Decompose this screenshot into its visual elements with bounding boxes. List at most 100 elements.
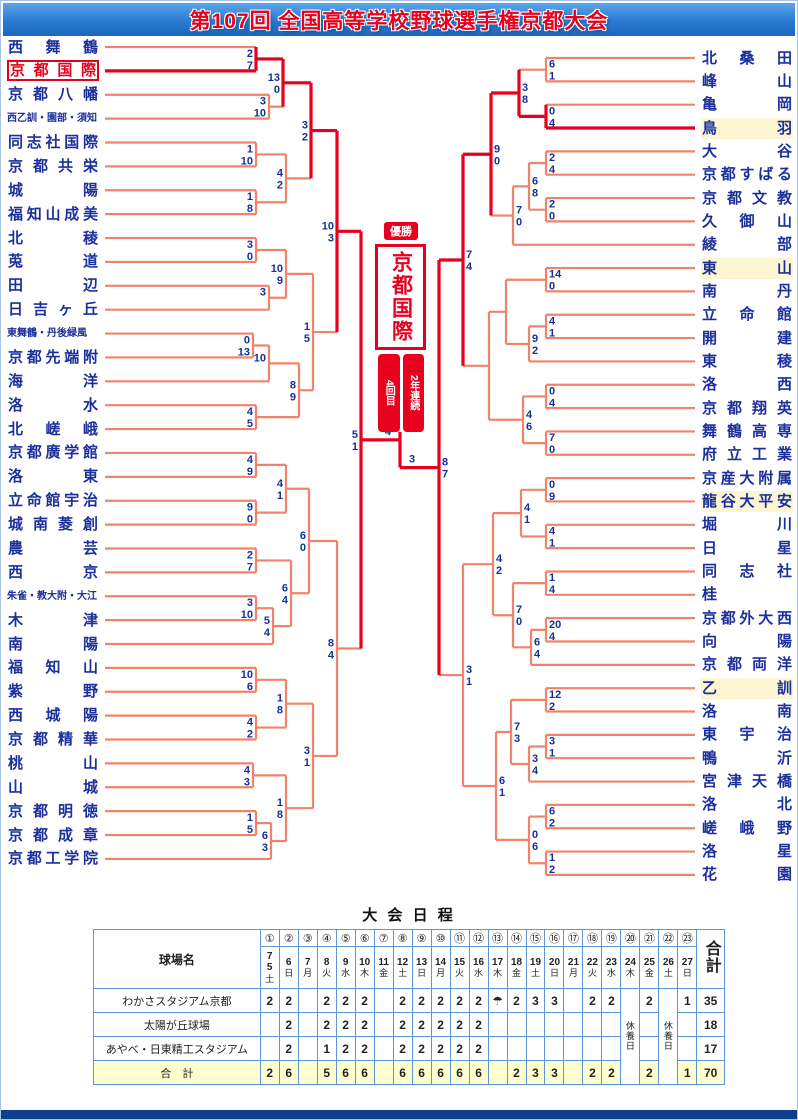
match-score: 1 [247,812,253,824]
weekday-label: 土 [530,968,540,979]
match-score: 2 [277,179,283,191]
game-count-cell [297,1036,318,1061]
match-score: 3 [262,842,268,854]
game-count-cell: ☂ [487,988,508,1013]
match-score: 3 [522,82,528,94]
match-score: 3 [328,232,334,244]
match-score: 14 [549,269,562,281]
match-score: 2 [549,864,555,876]
weekday-label: 土 [663,968,673,979]
day-number: ⑯ [544,929,565,947]
match-score: 1 [277,490,283,502]
day-number: ⑰ [563,929,584,947]
team-name: 京都翔英 [702,399,792,417]
game-count-cell: 2 [601,988,622,1013]
game-count-cell: 2 [430,1036,451,1061]
game-count-cell: 2 [449,1012,470,1037]
match-score: 8 [532,187,538,199]
match-score: 1 [352,441,358,453]
match-score: 1 [277,797,283,809]
match-score: 1 [524,514,530,526]
game-count-cell: 2 [278,1012,299,1037]
match-score: 1 [549,71,555,83]
weekday-label: 日 [284,968,294,979]
match-score: 4 [549,525,556,537]
game-count-cell [487,1012,508,1037]
match-score: 6 [499,775,505,787]
match-score: 2 [549,152,555,164]
match-score: 5 [352,429,358,441]
row-total: 70 [696,1060,725,1085]
match-score: 4 [549,397,556,409]
match-score: 6 [534,636,540,648]
champion-note-consecutive: 2年連続 [402,354,424,432]
team-name: 京都国際 [7,60,99,82]
game-count-cell: 2 [392,1012,413,1037]
stadium-name: 太陽が丘球場 [93,1012,261,1037]
day-number: ⑪ [449,929,470,947]
team-name: 田辺 [8,277,98,295]
team-name: 亀岡 [702,96,792,114]
match-score: 0 [274,84,280,96]
game-count-cell: 2 [335,1012,356,1037]
match-score: 10 [254,352,266,364]
team-name: 山城 [8,778,98,796]
team-name: 峰山 [702,72,792,90]
team-name: 桂 [702,586,718,604]
match-score: 9 [549,491,555,503]
weekday-label: 金 [379,968,389,979]
weekday-label: 木 [625,968,635,979]
game-count-cell [506,1036,527,1061]
match-score: 4 [282,594,289,606]
game-count-cell: 2 [430,1012,451,1037]
match-score: 7 [442,469,448,481]
match-score: 12 [549,689,561,701]
day-number: ⑲ [601,929,622,947]
footer-bar [1,1110,797,1119]
game-count-cell [487,1036,508,1061]
match-score: 10 [254,108,266,120]
weekday-label: 月 [436,968,446,979]
match-score: 4 [244,764,251,776]
match-score: 4 [549,584,556,596]
match-score: 4 [534,648,541,660]
match-score: 6 [532,175,538,187]
team-name: 同志社国際 [8,134,98,152]
game-count-cell: 6 [278,1060,299,1085]
team-name: 日吉ヶ丘 [8,301,98,319]
match-score: 9 [247,502,253,514]
match-score: 2 [549,701,555,713]
match-score: 8 [277,705,283,717]
match-score: 6 [300,530,306,542]
match-score: 3 [247,239,253,251]
team-name: 京都精華 [8,731,98,749]
game-count-cell [677,1036,698,1061]
game-count-cell [601,1036,622,1061]
game-count-cell: 2 [639,1060,660,1085]
rest-day-cell: 休養日 [658,988,679,1085]
weekday-label: 月 [303,968,313,979]
match-score: 0 [549,444,555,456]
day-number: ② [278,929,299,947]
team-name: 桃山 [8,754,98,772]
match-score: 2 [247,549,253,561]
match-score: 7 [247,561,253,573]
game-count-cell: 2 [354,1036,375,1061]
match-score: 3 [260,287,266,299]
game-count-cell: 2 [354,988,375,1013]
game-count-cell [259,1036,280,1061]
match-score: 7 [549,432,555,444]
match-score: 4 [264,627,271,639]
match-score: 2 [247,729,253,741]
game-count-cell [525,1036,546,1061]
match-score: 1 [304,757,310,769]
